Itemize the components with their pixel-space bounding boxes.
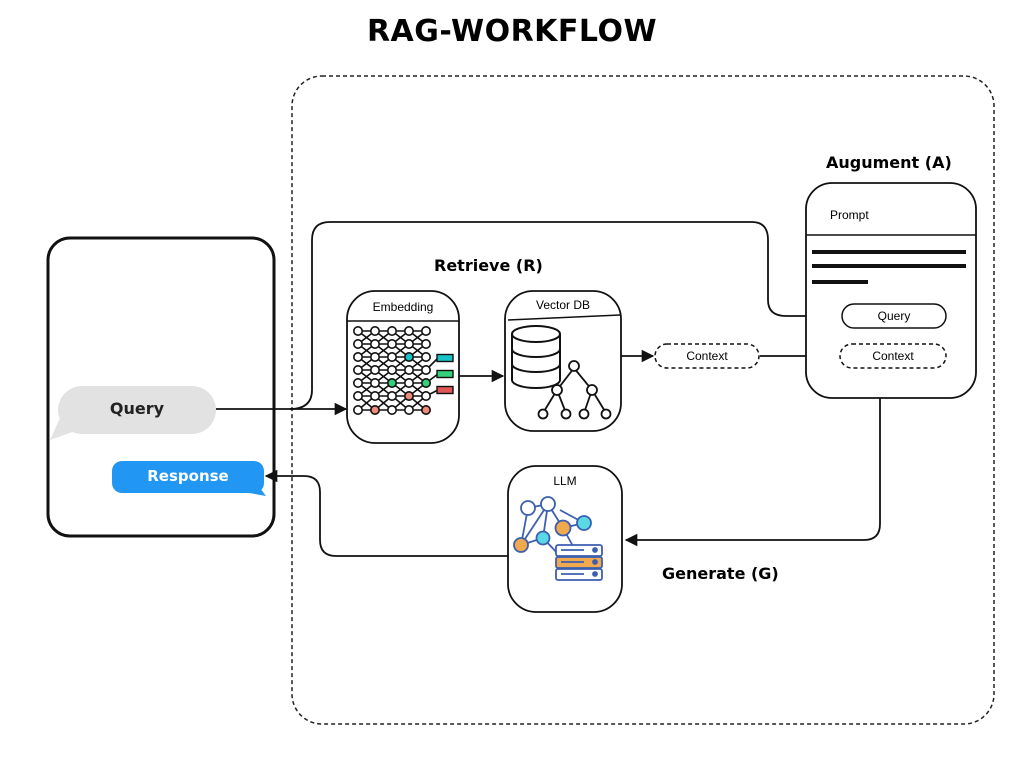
- nn-node: [352, 351, 363, 362]
- llm-label: LLM: [553, 474, 577, 488]
- nn-node: [420, 390, 431, 401]
- query-to-prompt-arrow: [289, 221, 842, 410]
- nn-node: [369, 351, 380, 362]
- nn-node: [352, 390, 363, 401]
- nn-node: [369, 390, 380, 401]
- neural-network-icon: [352, 325, 454, 415]
- nn-node: [386, 338, 397, 349]
- nn-node: [352, 364, 363, 375]
- retrieved-context-pill: [654, 343, 760, 369]
- nn-node: [386, 390, 397, 401]
- embedding-vector-bar: [436, 353, 454, 363]
- nn-node: [420, 377, 431, 388]
- nn-node: [420, 325, 431, 336]
- nn-node: [369, 338, 380, 349]
- augment-stage-label: Augument (A): [826, 153, 952, 172]
- nn-node: [369, 404, 380, 415]
- nn-node: [369, 325, 380, 336]
- nn-node: [386, 404, 397, 415]
- nn-node: [420, 351, 431, 362]
- nn-node: [386, 377, 397, 388]
- llm-network-icon: [513, 496, 592, 557]
- retrieved-context-text: Context: [686, 349, 728, 363]
- prompt-to-llm-arrow: [624, 398, 881, 547]
- llm-to-response-arrow: [264, 469, 508, 557]
- prompt-context-pill: [839, 343, 947, 369]
- page-title: RAG-WORKFLOW: [366, 14, 658, 49]
- embedding-label: Embedding: [372, 300, 434, 314]
- nn-node: [403, 325, 414, 336]
- prompt-query-text: Query: [877, 309, 911, 323]
- nn-node: [369, 377, 380, 388]
- chat-query-text: Query: [109, 399, 165, 418]
- nn-node: [403, 390, 414, 401]
- retrieve-stage-label: Retrieve (R): [434, 256, 543, 275]
- nn-node: [420, 338, 431, 349]
- nn-node: [386, 351, 397, 362]
- nn-node: [403, 351, 414, 362]
- workflow-boundary: [291, 75, 995, 725]
- nn-node: [420, 364, 431, 375]
- generate-stage-label: Generate (G): [662, 564, 779, 583]
- database-icon: [511, 325, 561, 389]
- nn-node: [352, 338, 363, 349]
- embedding-vector-bar: [436, 385, 454, 395]
- query-bubble: [50, 386, 216, 440]
- server-icon: [555, 544, 603, 581]
- prompt-label: Prompt: [830, 208, 869, 222]
- nn-node: [403, 338, 414, 349]
- chat-response-text[interactable]: Response: [147, 467, 229, 485]
- nn-node: [352, 404, 363, 415]
- nn-node: [352, 325, 363, 336]
- nn-node: [403, 377, 414, 388]
- prompt-query-pill: [841, 303, 947, 329]
- nn-node: [420, 404, 431, 415]
- nn-node: [352, 377, 363, 388]
- response-bubble[interactable]: [112, 461, 266, 496]
- tree-icon: [537, 360, 612, 420]
- nn-node: [386, 364, 397, 375]
- nn-node: [386, 325, 397, 336]
- nn-node: [369, 364, 380, 375]
- prompt-context-text: Context: [872, 349, 914, 363]
- vector-db-label: Vector DB: [535, 298, 591, 312]
- nn-node: [403, 364, 414, 375]
- nn-node: [403, 404, 414, 415]
- embedding-vector-bar: [436, 369, 454, 379]
